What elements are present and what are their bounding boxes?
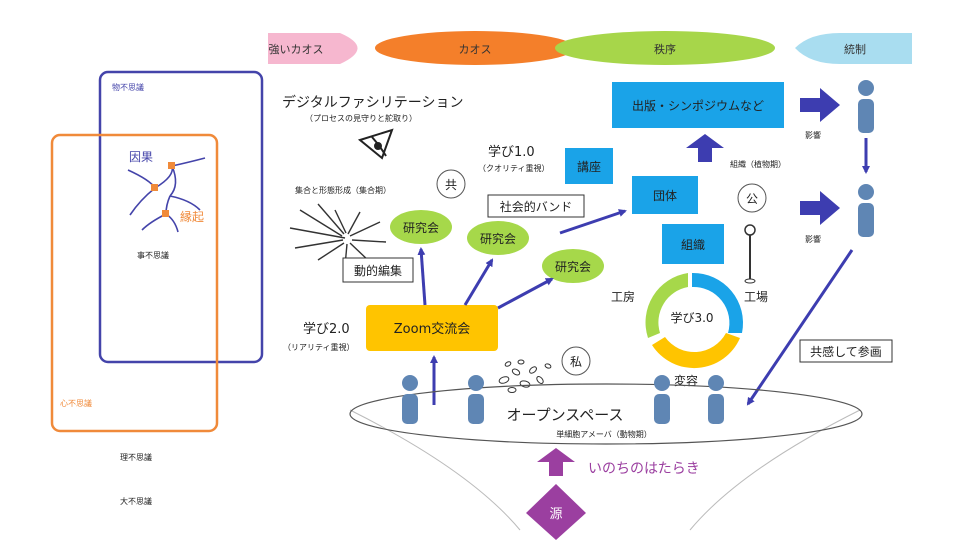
person-icon — [654, 375, 670, 424]
koza-box — [565, 148, 613, 184]
flow-arrows — [417, 138, 870, 406]
phase-order-shape — [555, 31, 775, 65]
kenkyukai-oval-1 — [390, 210, 452, 244]
soshiki-box — [662, 224, 724, 264]
manabi3-label: 学び3.0 — [670, 310, 713, 325]
ri-fushigi-label: 理不思議 — [120, 452, 152, 462]
funnel-lines — [349, 409, 861, 531]
zoom-to-kenkyukai3-arrow — [497, 277, 554, 310]
dai-fushigi-label: 大不思議 — [120, 496, 152, 506]
kyokan-label: 共感して参画 — [810, 344, 882, 359]
person-icon — [858, 184, 874, 237]
eikyo-block-arrow-2 — [800, 191, 840, 225]
dantai-label: 団体 — [653, 189, 677, 203]
cycle-arc-green — [645, 273, 688, 338]
doteki-henshu-box — [342, 257, 414, 283]
phase-label-chaos: カオス — [459, 43, 492, 56]
mono-fushigi-label: 物不思議 — [112, 82, 144, 92]
phase-chaos-shape — [375, 31, 575, 65]
zoom-box — [366, 305, 498, 351]
kenkyukai-label-2: 研究会 — [480, 231, 516, 246]
kenkyukai-to-dantai-arrow — [559, 209, 627, 235]
eikyo-label-1: 影響 — [805, 130, 821, 140]
eye-icon — [357, 128, 394, 160]
kenkyukai-label-1: 研究会 — [403, 220, 439, 235]
eikyo-block-arrow-1 — [800, 88, 840, 122]
doteki-henshu-label: 動的編集 — [354, 263, 402, 278]
kyo-label: 共 — [445, 178, 457, 192]
person-icon — [468, 375, 484, 424]
org-label: 組織（植物期） — [730, 159, 786, 169]
publish-box — [612, 82, 784, 128]
soshiki-label: 組織 — [681, 238, 705, 252]
phase-control-shape — [795, 33, 912, 64]
mono-fushigi-frame — [98, 70, 264, 364]
zoom-label: Zoom交流会 — [394, 321, 470, 337]
inochi-label: いのちのはたらき — [588, 461, 700, 477]
amoeba-label: 単細胞アメーバ（動物期） — [556, 429, 652, 439]
kobo-label: 工房 — [611, 289, 635, 304]
phase-label-control: 統制 — [844, 42, 866, 56]
engi-label: 縁起 — [180, 209, 204, 224]
digital-facilitation-subtitle: （プロセスの見守りと舵取り） — [305, 113, 417, 123]
kyokan-box — [799, 339, 893, 363]
watashi-label: 私 — [570, 355, 582, 369]
zoom-to-kenkyukai2-arrow — [463, 258, 494, 306]
social-band-box — [487, 194, 585, 218]
to-publish-block-arrow — [686, 134, 724, 162]
inga-label: 因果 — [129, 150, 153, 164]
gen-label: 源 — [549, 507, 562, 522]
gather-label: 集合と形態形成（集合期） — [295, 185, 391, 195]
kenkyukai-oval-2 — [467, 221, 529, 255]
engi-node — [162, 210, 169, 217]
kojo-label: 工場 — [744, 290, 768, 304]
publish-label: 出版・シンポジウムなど — [632, 99, 764, 113]
zoom-to-kenkyukai1-arrow — [417, 247, 427, 306]
pin-icon — [744, 224, 756, 284]
open-space-label: オープンスペース — [506, 406, 623, 424]
engi-node — [151, 184, 158, 191]
kenkyukai-label-3: 研究会 — [555, 259, 591, 274]
manabi2-title: 学び2.0 — [303, 321, 350, 337]
gen-diamond — [526, 484, 586, 540]
open-space-ellipse — [349, 383, 863, 445]
engi-node — [168, 162, 175, 169]
manabi3-cycle: 学び3.0 — [645, 272, 744, 369]
kokoro-fushigi-label: 心不思議 — [60, 398, 92, 408]
phase-label-strong-chaos: 強いカオス — [269, 43, 324, 56]
kenkyukai-oval-3 — [542, 249, 604, 283]
person-icon — [858, 80, 874, 133]
social-band-label: 社会的バンド — [500, 199, 573, 214]
manabi2-subtitle: （リアリティ重視） — [283, 342, 355, 352]
scattered-fragments — [498, 359, 552, 393]
kokoro-fushigi-frame — [50, 133, 219, 433]
burst-icon — [289, 203, 387, 267]
inochi-up-arrow — [537, 448, 575, 476]
koto-fushigi-label: 事不思議 — [137, 250, 169, 260]
person-icon — [402, 375, 418, 424]
phase-banner: 強いカオス カオス 秩序 統制 — [268, 31, 912, 65]
ko-label: 公 — [746, 192, 758, 206]
koza-label: 講座 — [577, 159, 601, 174]
kyokan-sanka-arrow — [746, 249, 854, 406]
digital-facilitation-title: デジタルファシリテーション — [282, 94, 463, 111]
ko-circle — [737, 183, 767, 213]
cycle-arc-yellow — [652, 333, 740, 369]
phase-strong-chaos-shape — [268, 33, 358, 64]
person-icon — [708, 375, 724, 424]
dantai-box — [632, 176, 698, 214]
kyo-circle — [436, 169, 466, 199]
eikyo-label-2: 影響 — [805, 234, 821, 244]
watashi-circle — [561, 346, 591, 376]
manabi1-title: 学び1.0 — [488, 144, 535, 160]
manabi1-subtitle: （クオリティ重視） — [478, 163, 550, 173]
left-frames: 物不思議 心不思議 因果 縁起 事不思議 理不思議 大不思議 — [50, 70, 264, 506]
henyo-label: 変容 — [674, 373, 698, 388]
phase-label-order: 秩序 — [654, 42, 676, 56]
cycle-arc-blue — [692, 272, 744, 333]
